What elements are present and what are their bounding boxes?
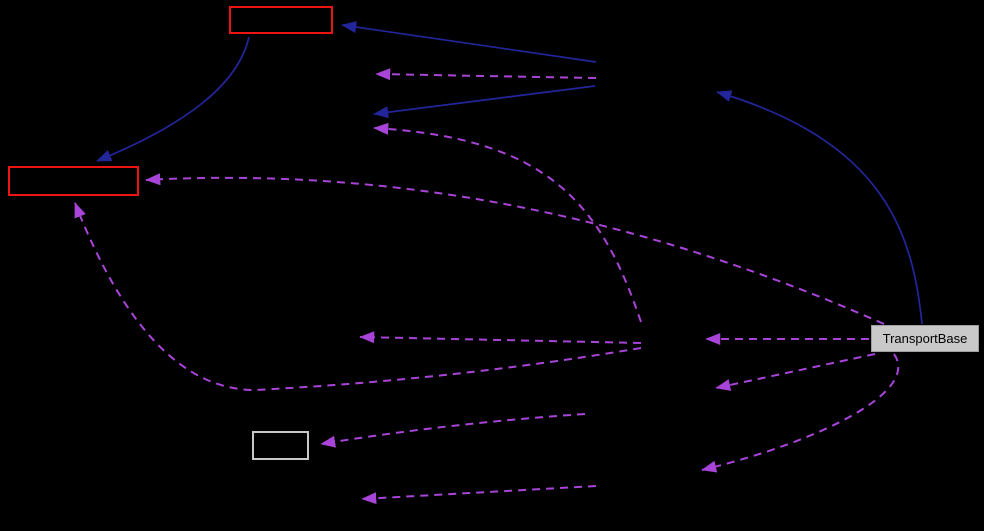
- edge-dashed-to-small-gray-box: [320, 413, 586, 448]
- edge-dashed-transportbase-bottom-curve: [701, 353, 900, 473]
- edge-solid-to-hidden-node-b: [373, 85, 596, 119]
- edge-dashed-transportbase-lower-left: [715, 353, 876, 391]
- edge-solid-to-top-red-box: [341, 21, 597, 63]
- edge-dashed-bottom-horizontal: [361, 485, 597, 505]
- edge-dashed-top-horizontal: [375, 68, 597, 81]
- edge-solid-topbox-to-left-red-box: [96, 36, 250, 162]
- edge-solid-transportbase-arc: [716, 90, 923, 325]
- edge-dashed-loop-to-left-red-box-bottom: [74, 202, 642, 392]
- edge-dashed-mid-curve-up: [373, 122, 642, 323]
- edge-dashed-transportbase-to-left-red-box: [145, 173, 885, 325]
- node-transportbase[interactable]: TransportBase: [871, 325, 979, 352]
- node-left-red-box[interactable]: [8, 166, 139, 196]
- node-small-gray-box[interactable]: [252, 431, 309, 460]
- edge-dashed-mid-horizontal: [359, 331, 642, 344]
- node-top-red-box[interactable]: [229, 6, 333, 34]
